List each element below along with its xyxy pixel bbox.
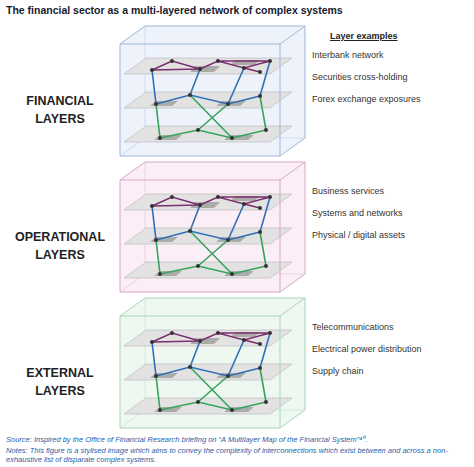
layer-example: Electrical power distribution <box>312 344 422 354</box>
layer-example: Telecommunications <box>312 322 394 332</box>
layer-name: FINANCIAL LAYERS <box>8 92 112 128</box>
layer-example: Supply chain <box>312 366 364 376</box>
diagram-title: The financial sector as a multi-layered … <box>6 4 468 16</box>
layer-name: EXTERNAL LAYERS <box>8 364 112 400</box>
layer-example: Systems and networks <box>312 208 403 218</box>
layer-example: Business services <box>312 186 384 196</box>
layer-group: OPERATIONAL LAYERS <box>8 162 308 292</box>
layer-group: FINANCIAL LAYERS <box>8 26 308 156</box>
layer-group: EXTERNAL LAYERS <box>8 298 308 428</box>
source-note: Source: Inspired by the Office of Financ… <box>6 435 468 444</box>
source-note: Notes: This figure is a stylised image w… <box>6 446 468 464</box>
layer-example: Securities cross-holding <box>312 72 408 82</box>
layer-example: Forex exchange exposures <box>312 94 421 104</box>
layer-name: OPERATIONAL LAYERS <box>8 228 112 264</box>
layer-example: Interbank network <box>312 50 384 60</box>
column-heading: Layer examples <box>330 31 398 41</box>
layer-example: Physical / digital assets <box>312 230 405 240</box>
